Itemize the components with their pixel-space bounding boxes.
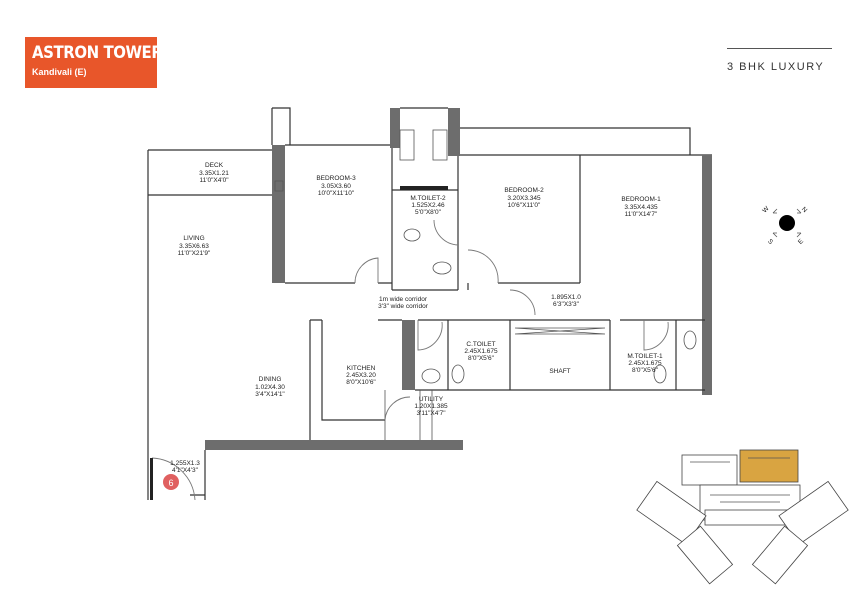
project-name: ASTRON TOWER <box>32 43 163 63</box>
svg-text:3'11"X4'7": 3'11"X4'7" <box>416 410 446 417</box>
svg-text:11'0"X14'7": 11'0"X14'7" <box>625 211 658 218</box>
svg-text:11'0"X21'9": 11'0"X21'9" <box>178 250 211 257</box>
svg-text:S: S <box>766 238 774 246</box>
room-bedroom-2: BEDROOM-2 3.20X3.345 10'6"X11'0" <box>504 187 544 209</box>
svg-text:3.20X3.345: 3.20X3.345 <box>507 195 541 202</box>
room-living: LIVING 3.35X6.63 11'0"X21'9" <box>178 235 211 257</box>
svg-text:3'4"X14'1": 3'4"X14'1" <box>255 391 285 398</box>
svg-text:BEDROOM-2: BEDROOM-2 <box>504 187 544 194</box>
room-deck: DECK 3.35X1.21 11'0"X4'0" <box>199 162 229 184</box>
svg-text:W: W <box>761 205 771 215</box>
door-swings <box>150 219 669 501</box>
svg-text:6: 6 <box>168 478 173 488</box>
project-logo: ASTRON TOWER Kandivali (E) <box>25 37 163 88</box>
svg-text:2.45X1.675: 2.45X1.675 <box>628 360 662 367</box>
svg-text:1.20X1.385: 1.20X1.385 <box>414 403 448 410</box>
svg-text:2.45X1.675: 2.45X1.675 <box>464 348 498 355</box>
svg-text:KITCHEN: KITCHEN <box>347 365 376 372</box>
svg-text:M.TOILET-2: M.TOILET-2 <box>410 195 446 202</box>
svg-text:E: E <box>797 237 805 245</box>
svg-text:8'0"X5'6": 8'0"X5'6" <box>468 355 495 362</box>
svg-text:3.35X6.63: 3.35X6.63 <box>179 243 209 250</box>
svg-text:8'0"X5'6": 8'0"X5'6" <box>632 367 659 374</box>
svg-text:4'1"X4'3": 4'1"X4'3" <box>172 467 199 474</box>
corridor-label: 1m wide corridor 3'3" wide corridor <box>378 296 429 310</box>
svg-text:DINING: DINING <box>259 376 282 383</box>
key-plan <box>636 449 849 585</box>
unit-marker: 6 <box>163 474 179 490</box>
svg-text:3.35X4.435: 3.35X4.435 <box>624 204 658 211</box>
project-location: Kandivali (E) <box>32 67 87 77</box>
fixtures <box>403 228 697 384</box>
walls <box>147 107 712 500</box>
svg-text:M.TOILET-1: M.TOILET-1 <box>627 353 663 360</box>
svg-text:N: N <box>800 206 808 214</box>
compass: N E S W <box>761 205 808 247</box>
room-bedroom-3: BEDROOM-3 3.05X3.60 10'0"X11'10" <box>316 175 356 197</box>
svg-text:5'0"X8'0": 5'0"X8'0" <box>415 209 442 216</box>
svg-text:1.525X2.46: 1.525X2.46 <box>411 202 445 209</box>
room-foyer: 1.255X1.3 4'1"X4'3" <box>170 460 200 474</box>
svg-text:6'3"X3'3": 6'3"X3'3" <box>553 301 580 308</box>
room-kitchen: KITCHEN 2.45X3.20 8'0"X10'6" <box>346 365 376 386</box>
svg-text:3'3" wide corridor: 3'3" wide corridor <box>378 303 429 310</box>
svg-text:UTILITY: UTILITY <box>419 396 444 403</box>
svg-text:10'6"X11'0": 10'6"X11'0" <box>508 202 541 209</box>
svg-text:LIVING: LIVING <box>183 235 204 242</box>
svg-text:C.TOILET: C.TOILET <box>466 341 495 348</box>
room-bedroom-1: BEDROOM-1 3.35X4.435 11'0"X14'7" <box>621 196 661 218</box>
room-utility: UTILITY 1.20X1.385 3'11"X4'7" <box>414 396 448 417</box>
unit-type: 3 BHK LUXURY <box>727 61 825 73</box>
svg-text:10'0"X11'10": 10'0"X11'10" <box>318 190 355 197</box>
svg-text:BEDROOM-3: BEDROOM-3 <box>316 175 356 182</box>
room-shaft: SHAFT <box>549 368 570 375</box>
room-m-toilet-1: M.TOILET-1 2.45X1.675 8'0"X5'6" <box>627 353 663 374</box>
key-plan-highlight <box>739 449 799 483</box>
svg-text:3.35X1.21: 3.35X1.21 <box>199 170 229 177</box>
svg-text:DECK: DECK <box>205 162 224 169</box>
svg-text:11'0"X4'0": 11'0"X4'0" <box>199 177 229 184</box>
svg-text:1.895X1.0: 1.895X1.0 <box>551 294 581 301</box>
room-c-toilet: C.TOILET 2.45X1.675 8'0"X5'6" <box>464 341 498 362</box>
room-m-toilet-2: M.TOILET-2 1.525X2.46 5'0"X8'0" <box>410 195 446 216</box>
svg-text:BEDROOM-1: BEDROOM-1 <box>621 196 661 203</box>
svg-text:1m wide corridor: 1m wide corridor <box>379 296 428 303</box>
passage-label: 1.895X1.0 6'3"X3'3" <box>551 294 581 308</box>
room-dining: DINING 1.02X4.30 3'4"X14'1" <box>255 376 285 398</box>
svg-text:3.05X3.60: 3.05X3.60 <box>321 183 351 190</box>
svg-text:8'0"X10'6": 8'0"X10'6" <box>346 379 376 386</box>
compass-dot-icon <box>779 215 795 231</box>
svg-text:2.45X3.20: 2.45X3.20 <box>346 372 376 379</box>
svg-text:1.02X4.30: 1.02X4.30 <box>255 384 285 391</box>
divider <box>727 48 832 49</box>
svg-text:1.255X1.3: 1.255X1.3 <box>170 460 200 467</box>
